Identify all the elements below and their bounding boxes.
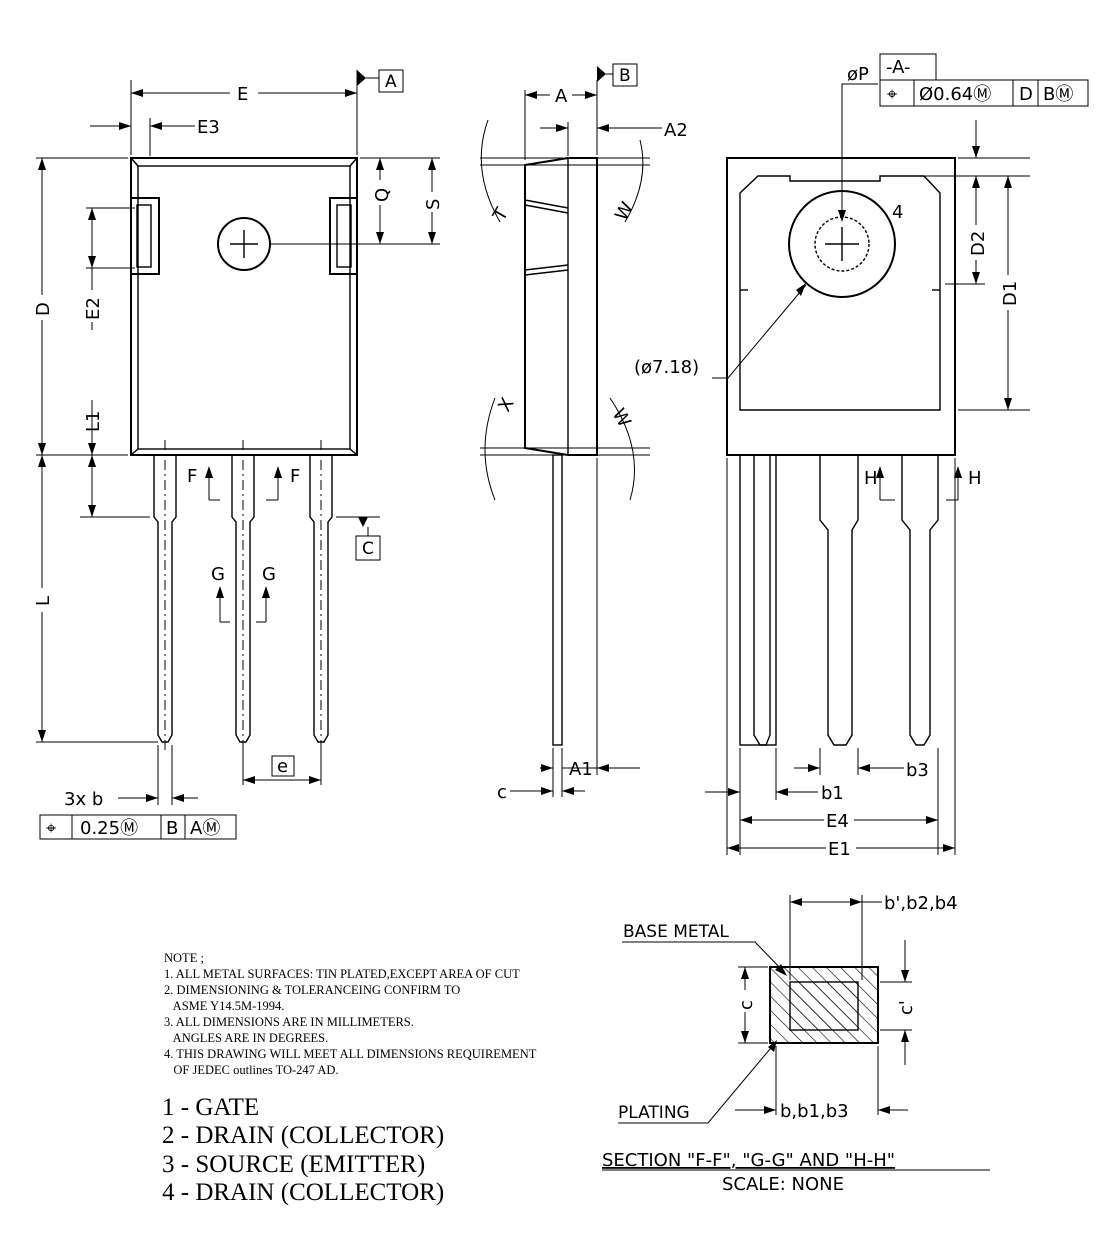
right-tab-slot: [329, 197, 358, 275]
note-line: ASME Y14.5M-1994.: [164, 999, 284, 1013]
dim-A2: A2: [664, 120, 688, 141]
datum-a: A: [385, 72, 397, 92]
dim-e: e: [277, 756, 288, 777]
side-view: A B A2 T W X W A1 c: [480, 63, 688, 803]
note-line: 1. ALL METAL SURFACES: TIN PLATED,EXCEPT…: [164, 967, 520, 981]
section-mark-F-left: F: [187, 466, 197, 487]
dim-L: L: [33, 596, 54, 606]
dim-c: c: [497, 782, 507, 803]
note-line: ANGLES ARE IN DEGREES.: [164, 1031, 328, 1045]
datum-b: B: [619, 66, 631, 86]
section-mark-G-right: G: [262, 564, 276, 585]
pin-2-drain: 2 - DRAIN (COLLECTOR): [162, 1122, 444, 1149]
section-title: SECTION "F-F", "G-G" AND "H-H": [602, 1150, 895, 1171]
angle-W-top: W: [611, 198, 638, 224]
dim-b3: b3: [906, 760, 929, 781]
pin-1-gate: 1 - GATE: [162, 1094, 259, 1121]
back-view: 4 øP -A- ⌖ Ø0.64Ⓜ D BⓂ (ø7.18) D2: [634, 53, 1089, 860]
dim-D1: D1: [1000, 281, 1021, 306]
dim-A: A: [555, 86, 568, 107]
fcf-datum-1: D: [1019, 84, 1033, 105]
fcf-datum-1: B: [166, 818, 178, 839]
section-mark-F-right: F: [290, 466, 300, 487]
dim-hole-diameter: (ø7.18): [634, 357, 699, 378]
dim-E3: E3: [197, 117, 220, 138]
front-feature-control-frame: ⌖ 0.25Ⓜ B AⓂ: [39, 814, 237, 840]
back-feature-control-frame: ⌖ Ø0.64Ⓜ D BⓂ: [879, 79, 1089, 107]
dim-E1: E1: [828, 839, 851, 860]
dim-b-section: b,b1,b3: [780, 1101, 849, 1122]
notes-heading: NOTE ;: [164, 951, 204, 965]
note-line: 2. DIMENSIONING & TOLERANCEING CONFIRM T…: [164, 983, 460, 997]
notes-block: NOTE ; 1. ALL METAL SURFACES: TIN PLATED…: [164, 951, 537, 1077]
dim-E4: E4: [826, 811, 849, 832]
section-mark-G-left: G: [211, 564, 225, 585]
back-body-outline: [726, 157, 956, 456]
base-metal-label: BASE METAL: [623, 922, 729, 942]
front-body-outline: [130, 157, 358, 456]
datum-c: C: [362, 539, 374, 559]
pin-3-source: 3 - SOURCE (EMITTER): [162, 1151, 425, 1178]
front-view: E A E3 D E2 Q S L1 L F: [33, 69, 444, 840]
dim-A1: A1: [569, 759, 593, 780]
dim-3x-b: 3x b: [64, 789, 103, 810]
fcf-datum-2: BⓂ: [1043, 84, 1073, 105]
dim-E2: E2: [83, 297, 104, 320]
dim-D2: D2: [968, 231, 989, 256]
fcf-tolerance: 0.25Ⓜ: [80, 818, 138, 839]
plating-label: PLATING: [618, 1103, 690, 1123]
pin-4-drain: 4 - DRAIN (COLLECTOR): [162, 1179, 444, 1206]
angle-T: T: [489, 204, 514, 226]
angle-X: X: [494, 394, 518, 415]
section-scale: SCALE: NONE: [722, 1174, 844, 1195]
left-tab-slot: [130, 197, 160, 275]
note-line: OF JEDEC outlines TO-247 AD.: [164, 1063, 339, 1077]
dim-b-prime: b',b2,b4: [884, 893, 958, 914]
dim-Q: Q: [372, 188, 393, 202]
pin-4-label: 4: [892, 202, 903, 223]
note-line: 4. THIS DRAWING WILL MEET ALL DIMENSIONS…: [164, 1047, 537, 1061]
position-tolerance-icon: ⌖: [887, 84, 897, 105]
dim-L1: L1: [83, 411, 104, 432]
position-tolerance-icon: ⌖: [46, 818, 56, 839]
dim-phi-P: øP: [847, 64, 869, 85]
dim-c-prime: c': [896, 1000, 917, 1015]
fcf-datum-2: AⓂ: [190, 818, 220, 839]
front-leads: [153, 440, 333, 750]
dim-S: S: [423, 199, 444, 210]
dim-b1: b1: [821, 783, 844, 804]
datum-a-frame: -A-: [886, 57, 911, 78]
fcf-tolerance: Ø0.64Ⓜ: [919, 84, 991, 105]
section-mark-H-left: H: [864, 468, 878, 489]
lead-section-view: b',b2,b4 BASE METAL PLATING c c' b,b1,b3…: [602, 893, 990, 1195]
dim-E: E: [237, 84, 248, 105]
note-line: 3. ALL DIMENSIONS ARE IN MILLIMETERS.: [164, 1015, 414, 1029]
dim-c-section: c: [736, 1000, 757, 1010]
base-metal-area: [789, 981, 859, 1031]
section-mark-H-right: H: [968, 468, 982, 489]
angle-W-bottom: W: [608, 405, 635, 431]
pin-assignment-list: 1 - GATE 2 - DRAIN (COLLECTOR) 3 - SOURC…: [162, 1094, 444, 1206]
dim-D: D: [33, 302, 54, 316]
